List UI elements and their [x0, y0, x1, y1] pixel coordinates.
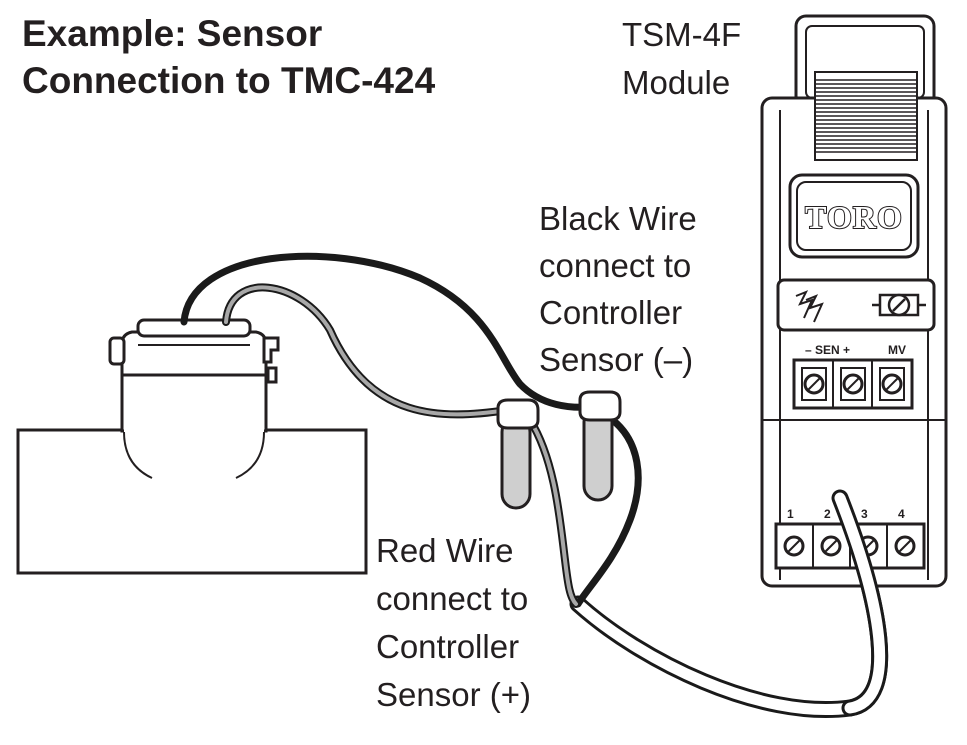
black-wire-to-cable [574, 414, 642, 608]
terminal-number-1: 1 [787, 507, 794, 521]
terminal-screw-4[interactable] [894, 535, 916, 557]
terminal-screw-sen-plus[interactable] [840, 367, 866, 401]
terminal-number-4: 4 [898, 507, 905, 521]
red-wire-label: Red Wire connect to Controller Sensor (+… [376, 532, 531, 713]
pipe-tee-body [16, 428, 368, 575]
black-wire-sensor-lead [180, 252, 602, 411]
black-wire-label-line4: Sensor (–) [539, 341, 693, 378]
lightning-icon [795, 290, 824, 323]
tsm-4f-module: TORO – SEN + MV [760, 14, 948, 588]
sensor-lug-right [262, 336, 280, 364]
sensor-lug-left [108, 336, 126, 366]
toro-logo: TORO [805, 199, 903, 235]
module-name-line2: Module [622, 64, 730, 101]
terminal-screw-2[interactable] [820, 535, 842, 557]
terminal-number-2: 2 [824, 507, 831, 521]
red-wire-label-line3: Controller [376, 628, 519, 665]
wire-connector-right [578, 390, 622, 502]
red-wire-label-line4: Sensor (+) [376, 676, 531, 713]
sen-terminal-label: – SEN + [805, 343, 850, 357]
module-grip-ribs [815, 79, 917, 153]
sensor-cap [120, 330, 268, 377]
icon-plate [776, 278, 936, 332]
flow-sensor [16, 318, 368, 575]
flow-meter-icon [872, 293, 926, 317]
wire-connector-left [496, 398, 540, 510]
black-wire-label-line3: Controller [539, 294, 682, 331]
module-name-line1: TSM-4F [622, 16, 741, 53]
tee-curve-left [123, 431, 153, 479]
tee-curve-right [235, 431, 265, 479]
diagram-title-line2: Connection to TMC-424 [22, 60, 436, 101]
toro-logo-plate [788, 173, 920, 259]
cable-to-module [834, 492, 886, 714]
diagram-title-line1: Example: Sensor [22, 13, 322, 54]
black-wire-label-line2: connect to [539, 247, 691, 284]
grey-wire-to-cable [528, 418, 578, 606]
terminal-screw-sen-minus[interactable] [801, 367, 827, 401]
mv-terminal-label: MV [888, 343, 906, 357]
black-wire-label-line1: Black Wire [539, 200, 697, 237]
black-wire-label: Black Wire connect to Controller Sensor … [536, 198, 730, 378]
sensor-cap-top [136, 318, 252, 338]
sensor-stem [120, 373, 268, 433]
red-wire-label-line1: Red Wire [376, 532, 514, 569]
terminal-number-3: 3 [861, 507, 868, 521]
terminal-screw-mv[interactable] [879, 367, 905, 401]
terminal-screw-1[interactable] [783, 535, 805, 557]
bottom-terminal-numbers: 1 2 3 4 [787, 507, 905, 521]
red-wire-label-line2: connect to [376, 580, 528, 617]
